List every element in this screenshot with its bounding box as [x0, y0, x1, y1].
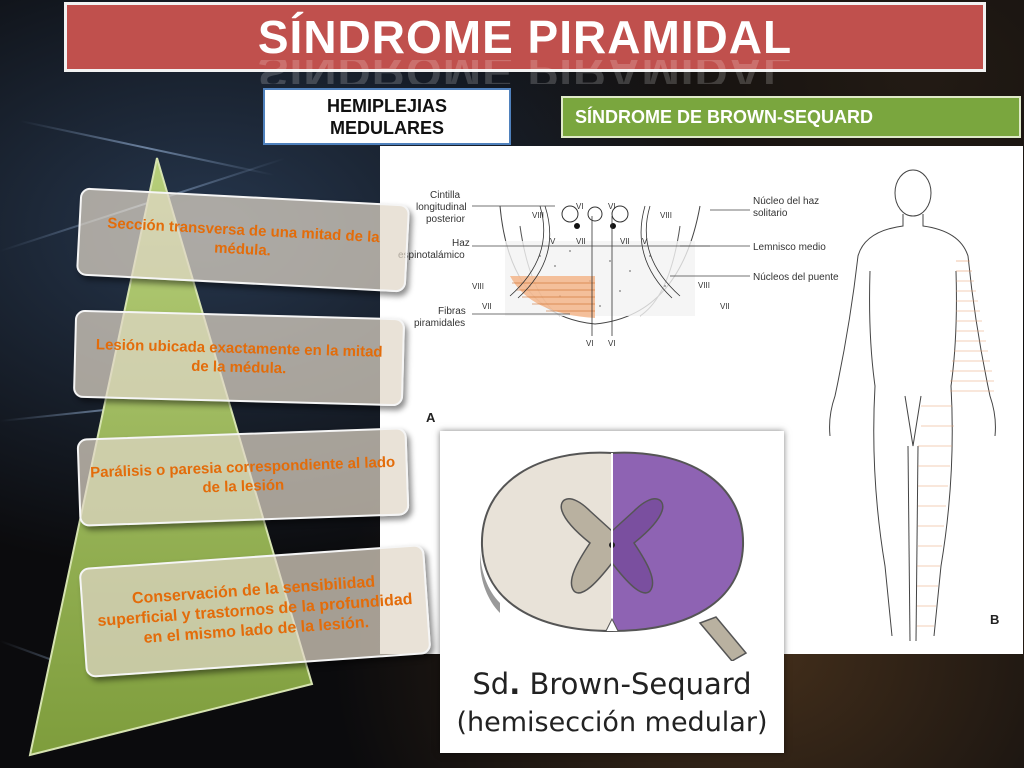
- sd-dot: .: [509, 667, 521, 701]
- nerve-mark: VI: [586, 339, 594, 348]
- sd-brown-sequard-panel: Sd. Brown-Sequard (hemisección medular): [440, 431, 784, 753]
- title-bar: SÍNDROME PIRAMIDAL: [64, 2, 986, 72]
- sd-caption-line2: (hemisección medular): [456, 707, 768, 738]
- nerve-mark: VII: [576, 237, 586, 246]
- nerve-mark: VI: [608, 202, 616, 211]
- label-nucleos-puente: Núcleos del puente: [753, 272, 839, 283]
- nerve-mark: VII: [720, 302, 730, 311]
- label-piramidales: piramidales: [414, 318, 466, 329]
- sd-caption-line1: Sd. Brown-Sequard: [440, 667, 784, 701]
- nerve-mark: VI: [608, 339, 616, 348]
- card-text: Parálisis o paresia correspondiente al l…: [89, 453, 396, 497]
- section-right-title: SÍNDROME DE BROWN-SEQUARD: [575, 106, 874, 127]
- figure-letter-a: A: [426, 410, 436, 425]
- brainstem-diagram: [472, 169, 996, 642]
- section-left-line2: MEDULARES: [329, 117, 444, 138]
- card-text: Sección transversa de una mitad de la mé…: [106, 214, 381, 260]
- label-longitudinal: longitudinal: [416, 202, 467, 213]
- nerve-mark: VIII: [532, 211, 545, 220]
- label-haz: Haz: [452, 238, 470, 249]
- sd-name: Brown-Sequard: [520, 667, 752, 701]
- card-text: Conservación de la sensibilidad superfic…: [96, 573, 413, 647]
- nerve-mark: VII: [482, 302, 492, 311]
- nerve-mark: VIII: [472, 282, 485, 291]
- nerve-mark: VIII: [660, 211, 673, 220]
- label-nucleo-haz: Núcleo del haz: [753, 196, 820, 207]
- card-seccion-transversa: Sección transversa de una mitad de la mé…: [75, 187, 411, 293]
- spinal-cord-cross-section: [480, 451, 748, 661]
- label-cintilla: Cintilla: [430, 190, 461, 201]
- card-text: Lesión ubicada exactamente en la mitad d…: [95, 336, 383, 378]
- sd-prefix: Sd: [472, 667, 510, 701]
- section-left-line1: HEMIPLEJIAS: [326, 95, 448, 116]
- nerve-mark: V: [642, 237, 648, 246]
- card-paralisis: Parálisis o paresia correspondiente al l…: [76, 427, 410, 527]
- label-solitario: solitario: [753, 208, 788, 219]
- label-posterior: posterior: [426, 214, 465, 225]
- page-title: SÍNDROME PIRAMIDAL: [257, 11, 793, 63]
- label-espinotalamico: espinotalámico: [398, 250, 465, 261]
- card-lesion-ubicada: Lesión ubicada exactamente en la mitad d…: [72, 309, 406, 407]
- nerve-mark: VIII: [698, 281, 711, 290]
- nerve-mark: V: [550, 237, 556, 246]
- section-right-header: SÍNDROME DE BROWN-SEQUARD: [561, 96, 1021, 138]
- nerve-mark: VII: [620, 237, 630, 246]
- label-fibras: Fibras: [438, 306, 466, 317]
- nerve-mark: VI: [576, 202, 584, 211]
- section-left-header: HEMIPLEJIAS MEDULARES: [263, 88, 511, 145]
- label-lemnisco: Lemnisco medio: [753, 242, 826, 253]
- figure-letter-b: B: [990, 612, 1000, 627]
